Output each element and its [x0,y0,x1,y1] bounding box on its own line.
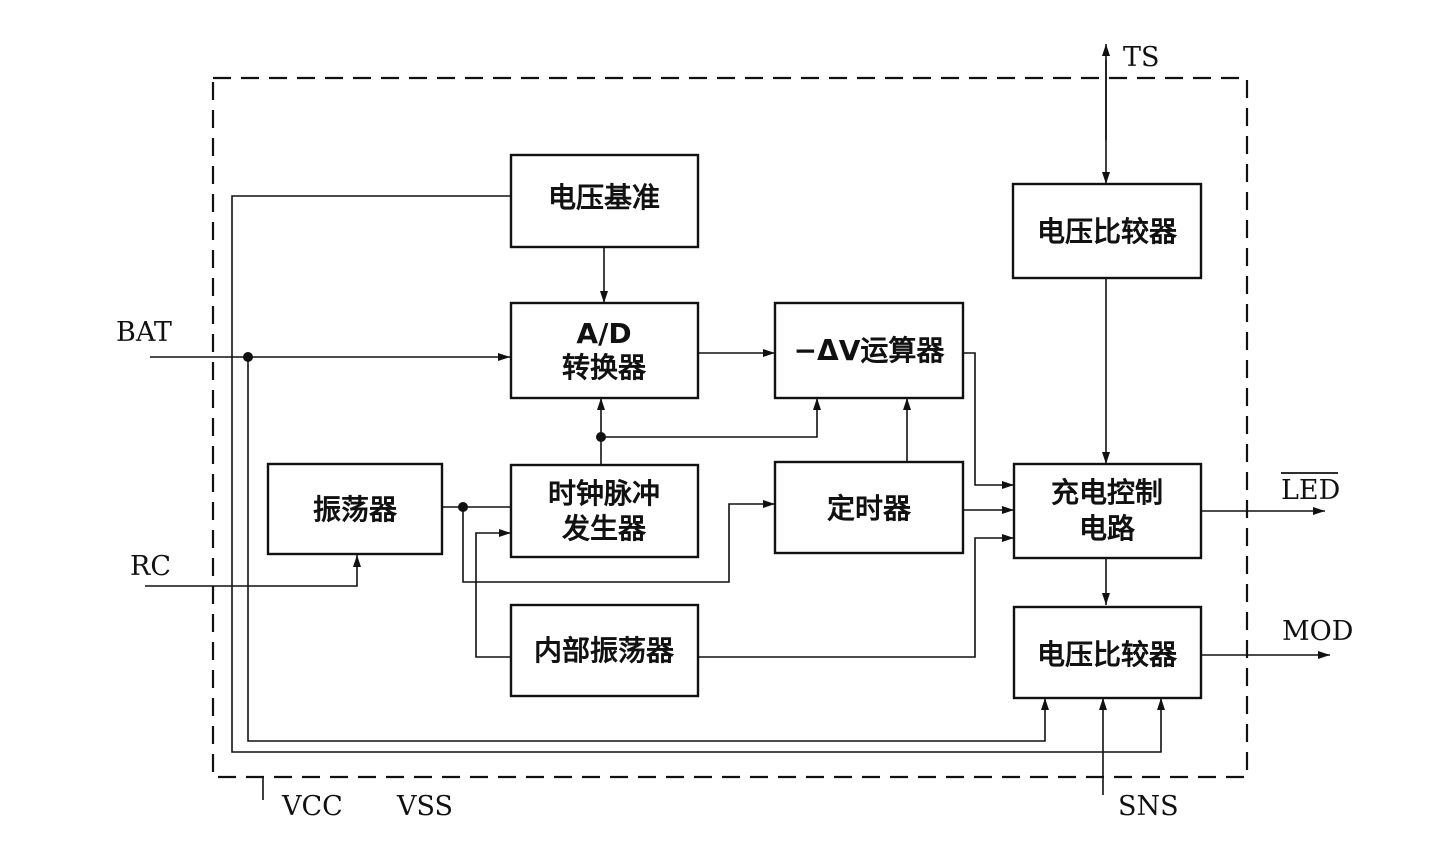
internal-oscillator-label: 内部振荡器 [534,634,675,667]
vss-pin-label: VSS [396,791,453,822]
bat-junction-dot [243,352,253,362]
voltage-comparator-top-block: 电压比较器 [1011,182,1203,280]
oscillator-label: 振荡器 [313,493,398,526]
dv-operator-block: −ΔV运算器 [773,301,965,400]
ad-converter-label-line2: 转换器 [562,351,647,384]
ad-converter-block: A/D 转换器 [509,301,700,400]
dv-operator-label: −ΔV运算器 [794,334,946,367]
osc-to-timer-wire [462,500,775,583]
ad-converter-label-line1: A/D [576,317,631,350]
vcc-pin-label: VCC [281,791,343,822]
internal-oscillator-block: 内部振荡器 [509,603,700,698]
sns-pin-label: SNS [1118,791,1179,822]
internal-osc-to-clock-wire [475,529,511,658]
charge-control-label-line1: 充电控制 [1051,476,1163,509]
clock-pulse-label-line2: 发生器 [561,512,647,545]
ts-pin-label: TS [1123,42,1160,73]
timer-block: 定时器 [773,460,965,555]
clock-junction-dot [596,432,606,442]
voltage-comparator-bottom-label: 电压比较器 [1037,638,1178,671]
charge-control-label-line2: 电路 [1079,512,1136,545]
osc-junction-dot [458,502,468,512]
bat-to-comparator-wire [247,357,1049,742]
clock-pulse-generator-block: 时钟脉冲 发生器 [509,463,700,559]
chip-boundary [211,76,1249,779]
rc-pin-label: RC [130,551,171,582]
voltage-reference-block: 电压基准 [509,153,700,249]
internal-osc-to-charge-wire [698,534,1014,658]
mod-pin-label: MOD [1282,616,1353,647]
timer-label: 定时器 [827,492,912,525]
led-pin-label: LED [1281,475,1340,506]
voltage-comparator-bottom-block: 电压比较器 [1012,605,1203,700]
voltage-reference-label: 电压基准 [548,181,660,214]
voltage-comparator-top-label: 电压比较器 [1037,215,1178,248]
bat-pin-label: BAT [116,317,172,348]
rc-input-wire [145,555,361,587]
charge-control-block: 充电控制 电路 [1012,462,1203,560]
oscillator-block: 振荡器 [266,462,444,556]
clock-to-dv-wire [601,398,821,438]
dv-to-charge-wire [963,352,1014,489]
ref-to-comparator-wire [231,195,1165,753]
clock-pulse-label-line1: 时钟脉冲 [548,477,660,510]
wires [145,44,1330,800]
